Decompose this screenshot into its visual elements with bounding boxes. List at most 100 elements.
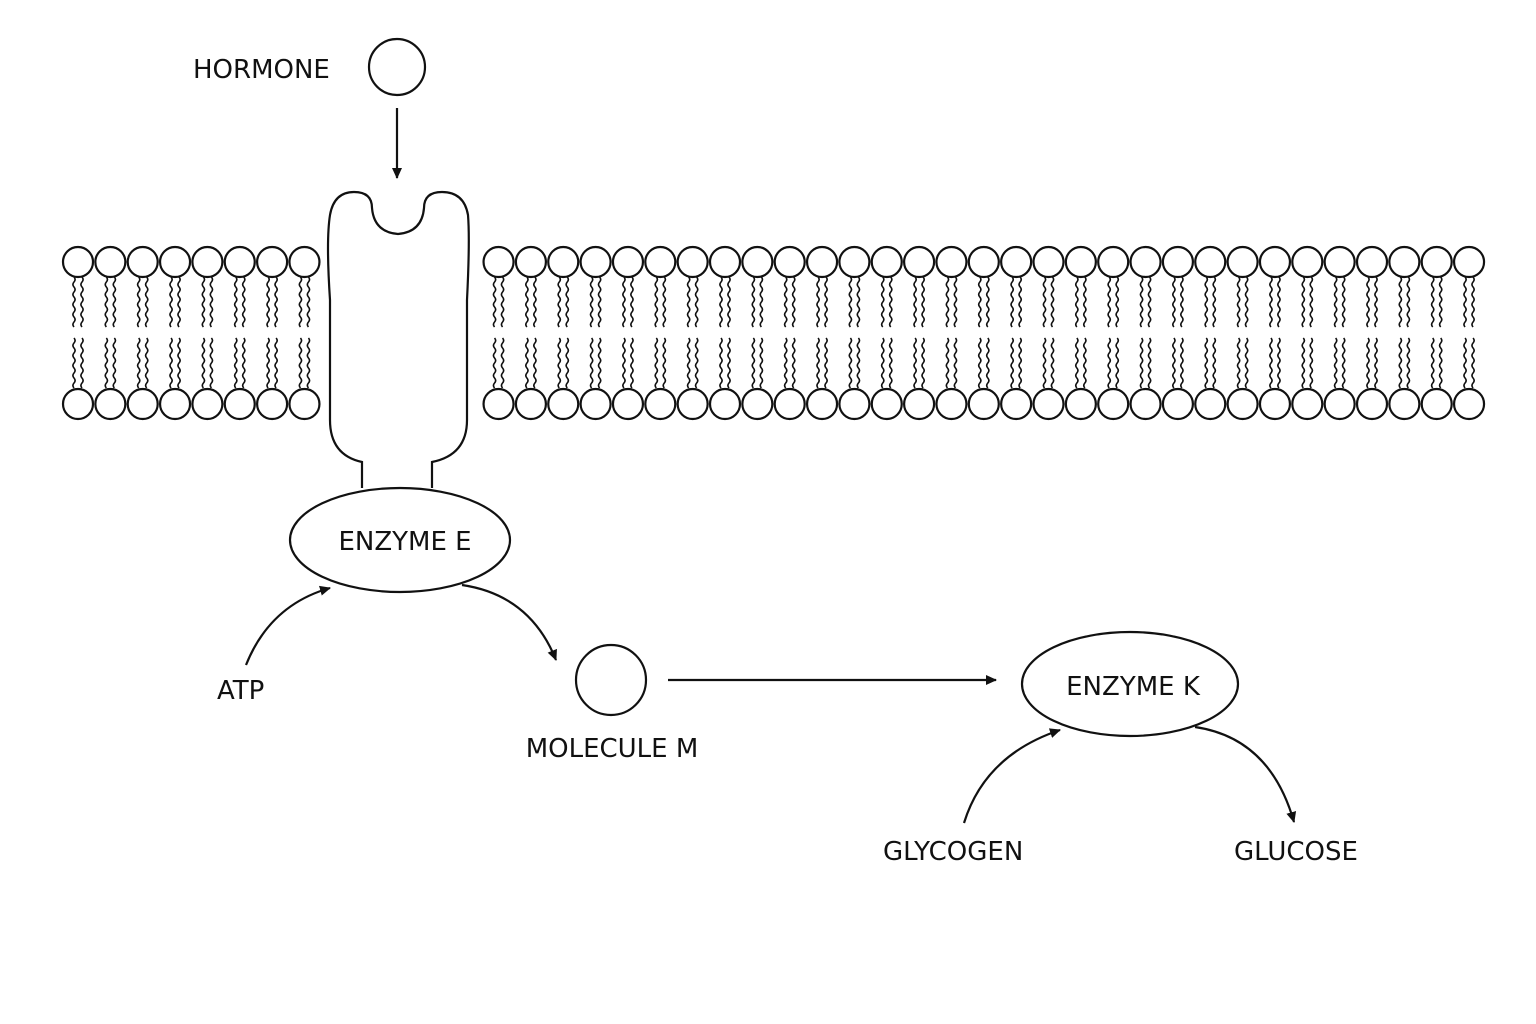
lipid-head xyxy=(805,245,839,279)
lipid-head xyxy=(773,387,806,421)
lipid-tail xyxy=(977,337,982,389)
lipid-tail xyxy=(953,276,958,328)
lipid-tail xyxy=(80,276,84,328)
lipid-tail xyxy=(1366,276,1370,328)
lipid-tail xyxy=(1204,337,1209,389)
lipid-tail xyxy=(1074,337,1079,389)
lipid-tail xyxy=(888,276,893,328)
lipid-tail xyxy=(1244,337,1249,389)
lipid-tail xyxy=(201,276,206,328)
lipid-tail xyxy=(1277,337,1281,389)
lipid-tail xyxy=(589,276,594,328)
lipid-head xyxy=(514,387,548,421)
lipid-head xyxy=(126,245,159,279)
hormone-molecule xyxy=(367,37,427,97)
lipid-head xyxy=(94,387,127,421)
lipid-tail xyxy=(1139,337,1144,389)
lipid-head xyxy=(1226,387,1259,421)
lipid-tail xyxy=(921,276,925,328)
glycogen-to-enzyme-k-arrow xyxy=(962,728,1061,824)
lipid-tail xyxy=(1115,337,1120,389)
lipid-head xyxy=(644,387,677,421)
lipid-head xyxy=(288,387,321,421)
lipid-tail xyxy=(694,276,699,328)
lipid-head xyxy=(547,245,580,279)
lipid-tail xyxy=(1463,337,1467,389)
lipid-head xyxy=(1097,387,1130,421)
lipid-tail xyxy=(177,276,181,328)
lipid-head xyxy=(773,245,806,279)
lipid-tail xyxy=(144,337,149,389)
lipid-head xyxy=(1355,387,1389,421)
lipid-tail xyxy=(719,337,723,389)
lipid-head xyxy=(1258,387,1292,421)
lipid-tail xyxy=(1366,337,1370,389)
lipid-head xyxy=(1161,387,1195,421)
lipid-head xyxy=(1323,387,1356,421)
lipid-tail xyxy=(72,276,76,328)
lipid-head xyxy=(1194,245,1227,279)
lipid-head xyxy=(579,245,612,279)
phospholipid-bilayer xyxy=(61,245,1486,421)
lipid-tail xyxy=(1172,337,1176,389)
lipid-head xyxy=(1064,245,1097,279)
lipid-head xyxy=(1452,387,1486,421)
lipid-tail xyxy=(298,276,303,328)
lipid-tail xyxy=(1050,276,1055,328)
lipid-tail xyxy=(533,276,537,328)
lipid-head xyxy=(1323,245,1356,279)
lipid-head xyxy=(1064,387,1097,421)
lipid-tail xyxy=(1309,276,1314,328)
lipid-tail xyxy=(1147,276,1152,328)
lipid-tail xyxy=(630,276,634,328)
lipid-tail xyxy=(104,337,109,389)
lipid-tail xyxy=(1050,337,1055,389)
lipid-head xyxy=(708,245,742,279)
lipid-tail xyxy=(169,276,173,328)
atp-label: ATP xyxy=(217,676,264,706)
lipid-tail xyxy=(525,337,529,389)
enzyme-k-to-glucose-arrow xyxy=(1194,725,1297,823)
lipid-tail xyxy=(1139,276,1144,328)
lipid-head xyxy=(1032,387,1065,421)
lipid-tail xyxy=(888,337,893,389)
lipid-head xyxy=(191,245,224,279)
lipid-tail xyxy=(921,337,925,389)
lipid-tail xyxy=(751,337,756,389)
lipid-tail xyxy=(856,337,861,389)
lipid-tail xyxy=(783,337,788,389)
lipid-head xyxy=(741,387,774,421)
lipid-tail xyxy=(565,337,570,389)
lipid-tail xyxy=(492,276,497,328)
lipid-tail xyxy=(1301,337,1306,389)
lipid-tail xyxy=(1244,276,1249,328)
lipid-tail xyxy=(759,276,764,328)
lipid-tail xyxy=(209,337,214,389)
lipid-head xyxy=(288,245,321,279)
molecule-m-label: MOLECULE M xyxy=(526,734,699,764)
lipid-tail xyxy=(686,276,691,328)
lipid-head xyxy=(514,245,548,279)
lipid-tail xyxy=(1074,276,1079,328)
lipid-head xyxy=(223,245,256,279)
lipid-tail xyxy=(136,337,141,389)
lipid-tail xyxy=(112,337,117,389)
lipid-tail xyxy=(1341,276,1346,328)
lipid-tail xyxy=(1398,337,1403,389)
lipid-tail xyxy=(791,276,796,328)
lipid-tail xyxy=(492,337,497,389)
lipid-tail xyxy=(816,276,820,328)
enzyme-e xyxy=(288,486,512,594)
lipid-tail xyxy=(597,337,602,389)
lipid-tail xyxy=(201,337,206,389)
lipid-head xyxy=(1000,387,1033,421)
lipid-tail xyxy=(1341,337,1346,389)
enzyme-k xyxy=(1020,630,1240,738)
lipid-head xyxy=(1032,245,1065,279)
lipid-tail xyxy=(209,276,214,328)
lipid-head xyxy=(256,245,289,279)
lipid-tail xyxy=(662,337,667,389)
lipid-tail xyxy=(1212,276,1217,328)
lipid-tail xyxy=(751,276,756,328)
lipid-tail xyxy=(945,337,950,389)
